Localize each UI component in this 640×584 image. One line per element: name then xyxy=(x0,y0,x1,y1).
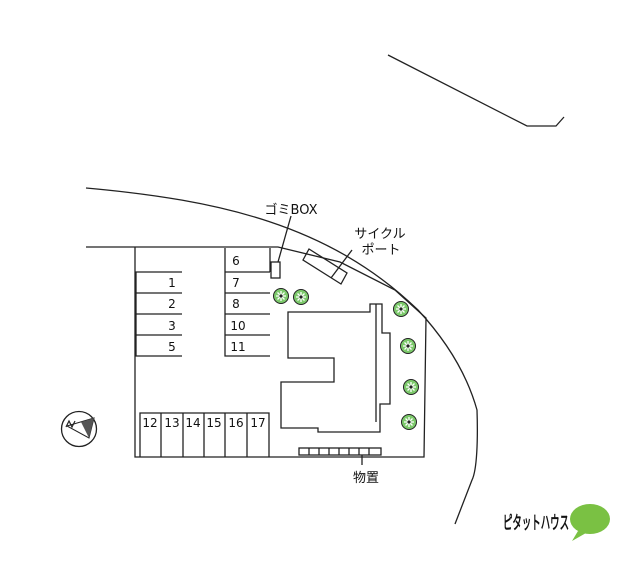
parking-slot-8: 8 xyxy=(232,297,240,311)
parking-slot-17: 17 xyxy=(250,416,265,430)
cycle-port-label-line1: サイクル xyxy=(354,227,405,242)
parking-slot-5: 5 xyxy=(168,340,176,354)
cycle-port-leader xyxy=(330,249,353,279)
tree-icon xyxy=(292,288,310,306)
parking-slot-15: 15 xyxy=(206,416,221,430)
tree-icon xyxy=(399,337,417,355)
north-arrow-icon xyxy=(60,410,98,448)
pitatto-house-logo: ピタットハウス xyxy=(503,504,610,541)
road-line-top-right xyxy=(387,54,565,127)
parking-slot-6: 6 xyxy=(232,254,240,268)
tree-icon xyxy=(272,287,290,305)
parking-slot-7: 7 xyxy=(232,276,240,290)
parking-row-bottom: 12 13 14 15 16 17 xyxy=(139,412,270,457)
parking-slot-11: 11 xyxy=(230,340,245,354)
cycle-port-shape xyxy=(302,248,348,285)
parking-slot-10: 10 xyxy=(230,319,245,333)
garbage-box-label: ゴミBOX xyxy=(265,202,318,218)
building xyxy=(280,303,391,433)
svg-text:ピタットハウス: ピタットハウス xyxy=(503,513,569,534)
parking-slot-1: 1 xyxy=(168,276,176,290)
garbage-box-leader xyxy=(277,215,292,263)
tree-icon xyxy=(402,378,420,396)
tree-icon xyxy=(392,300,410,318)
cycle-port-label-line2: ポート xyxy=(361,243,400,258)
parking-slot-14: 14 xyxy=(185,416,200,430)
parking-column-left: 1 2 3 5 xyxy=(135,271,182,357)
parking-slot-3: 3 xyxy=(168,319,176,333)
garbage-box-shape xyxy=(270,261,281,279)
parking-slot-13: 13 xyxy=(164,416,179,430)
parking-column-middle: 6 7 8 10 11 xyxy=(224,248,271,357)
parking-slot-12: 12 xyxy=(142,416,157,430)
storage-shed xyxy=(298,447,382,456)
parking-slot-2: 2 xyxy=(168,297,176,311)
parking-slot-16: 16 xyxy=(228,416,243,430)
storage-label: 物置 xyxy=(353,471,379,486)
tree-icon xyxy=(400,413,418,431)
